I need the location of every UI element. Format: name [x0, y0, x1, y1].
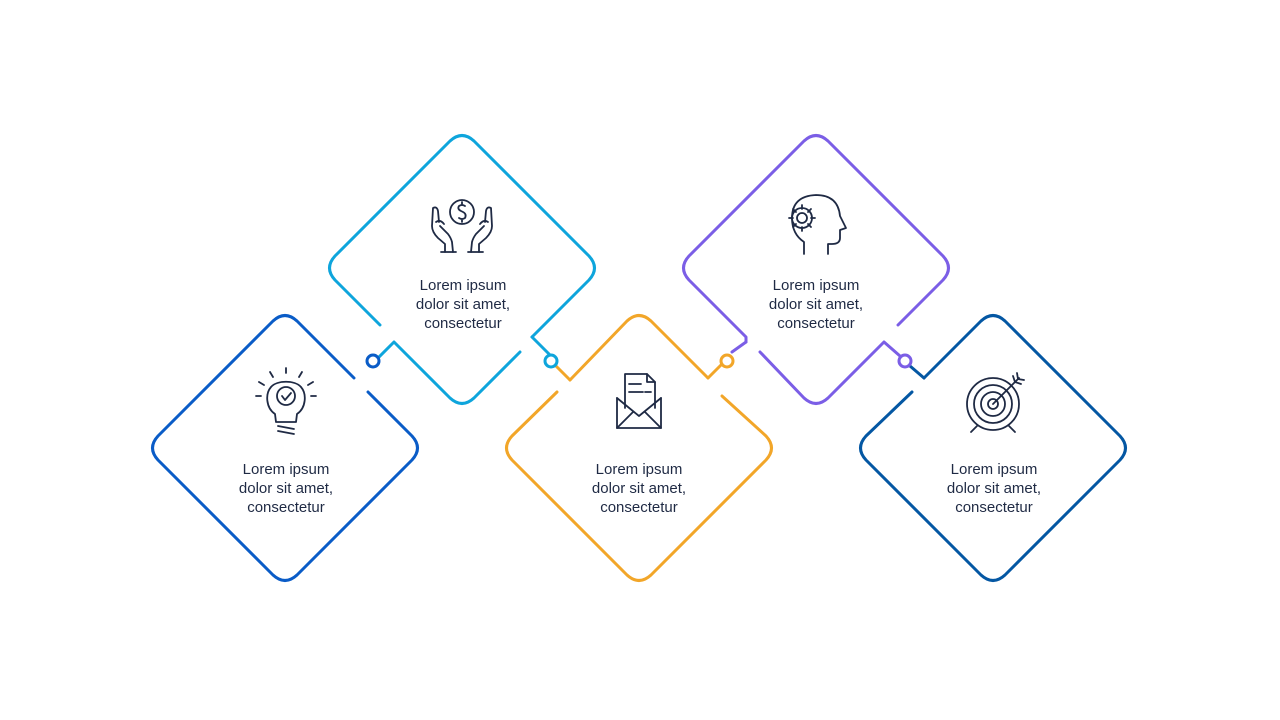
diamond-3-upper — [568, 314, 710, 382]
diamond-4 — [682, 134, 950, 344]
connector-dot-2 — [543, 353, 559, 369]
lightbulb-check-icon — [255, 367, 317, 435]
connector-4-3 — [730, 340, 748, 354]
head-gear-icon — [788, 194, 847, 255]
step-4-line-3: consectetur — [777, 315, 855, 332]
step-5-line-2: dolor sit amet, — [946, 480, 1042, 497]
step-3-line-2: dolor sit amet, — [591, 480, 687, 497]
step-5-label: Lorem ipsum dolor sit amet, consectetur — [924, 460, 1064, 517]
step-4-line-2: dolor sit amet, — [768, 296, 864, 313]
hands-dollar-icon — [431, 199, 493, 253]
step-3-line-1: Lorem ipsum — [595, 461, 683, 478]
step-2-line-3: consectetur — [424, 315, 502, 332]
diamond-5 — [859, 314, 1127, 582]
step-2-line-1: Lorem ipsum — [419, 277, 507, 294]
connector-2-3 — [530, 335, 554, 359]
step-2-line-2: dolor sit amet, — [415, 296, 511, 313]
diamond-1 — [151, 314, 419, 582]
connector-3-4 — [706, 362, 724, 380]
connector-3-2 — [554, 364, 572, 382]
step-1-line-3: consectetur — [247, 499, 325, 516]
connector-dot-1 — [365, 353, 381, 369]
step-1-label: Lorem ipsum dolor sit amet, consectetur — [216, 460, 356, 517]
diamond-2 — [328, 134, 596, 339]
step-1-line-2: dolor sit amet, — [238, 480, 334, 497]
step-1-line-1: Lorem ipsum — [242, 461, 330, 478]
step-5-line-1: Lorem ipsum — [950, 461, 1038, 478]
step-4-line-1: Lorem ipsum — [772, 277, 860, 294]
target-arrow-icon — [966, 372, 1025, 433]
step-3-line-3: consectetur — [600, 499, 678, 516]
step-5-line-3: consectetur — [955, 499, 1033, 516]
connector-dot-4 — [897, 353, 913, 369]
step-4-label: Lorem ipsum dolor sit amet, consectetur — [746, 276, 886, 333]
diamond-4-lower — [758, 340, 902, 405]
step-2-label: Lorem ipsum dolor sit amet, consectetur — [393, 276, 533, 333]
connector-dot-3 — [719, 353, 735, 369]
step-3-label: Lorem ipsum dolor sit amet, consectetur — [569, 460, 709, 517]
envelope-letter-icon — [616, 373, 662, 429]
connector-4-5 — [908, 364, 926, 380]
diamond-2-lower — [368, 340, 522, 405]
diamond-3 — [505, 390, 773, 582]
